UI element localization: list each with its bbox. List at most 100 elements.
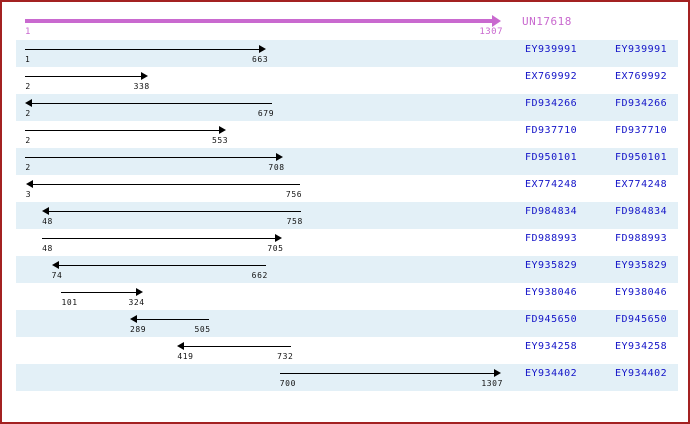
row-stripe [16,40,678,67]
alignment-bar[interactable] [25,157,277,158]
hit-accession-label[interactable]: FD988993 [615,233,668,244]
arrowhead-left-icon [177,342,185,350]
hit-start-label: 2 [25,109,31,118]
hit-accession-link[interactable]: EY938046 [525,287,578,298]
hit-start-label: 2 [25,82,31,91]
hit-accession-label[interactable]: EX774248 [615,179,668,190]
hit-end-label: 705 [267,244,284,253]
row-stripe [16,310,678,337]
arrowhead-left-icon [129,315,137,323]
arrowhead-right-icon [275,153,283,161]
row-stripe [16,148,678,175]
hit-start-label: 1 [25,55,31,64]
alignment-bar[interactable] [135,319,209,320]
row-stripe [16,256,678,283]
alignment-hit-row[interactable]: 289 505 FD945650 FD945650 [2,310,688,337]
hit-accession-link[interactable]: EX769992 [525,71,578,82]
hit-accession-link[interactable]: FD937710 [525,125,578,136]
hit-end-label: 324 [128,298,145,307]
hit-accession-link[interactable]: EX774248 [525,179,578,190]
hit-end-label: 758 [286,217,303,226]
row-stripe [16,202,678,229]
hit-start-label: 419 [177,352,194,361]
hit-accession-link[interactable]: FD934266 [525,98,578,109]
alignment-hit-row[interactable]: 48 705 FD988993 FD988993 [2,229,688,256]
arrowhead-left-icon [51,261,59,269]
hit-start-label: 700 [279,379,297,388]
hit-accession-label[interactable]: EX769992 [615,71,668,82]
alignment-hit-row[interactable]: 700 1307 EY934402 EY934402 [2,364,688,391]
arrowhead-right-icon [140,72,148,80]
hit-accession-label[interactable]: FD945650 [615,314,668,325]
hit-accession-link[interactable]: EY934258 [525,341,578,352]
query-end-label: 1307 [479,27,503,37]
alignment-bar[interactable] [31,103,273,104]
query-sequence-name: UN17618 [522,15,572,28]
query-arrowhead-right-icon [492,15,501,27]
alignment-bar[interactable] [48,211,301,212]
arrowhead-right-icon [135,288,143,296]
alignment-bar[interactable] [25,76,142,77]
hit-start-label: 48 [42,244,53,253]
hit-accession-label[interactable]: EY938046 [615,287,668,298]
hit-accession-label[interactable]: FD934266 [615,98,668,109]
alignment-hit-row[interactable]: 74 662 EY935829 EY935829 [2,256,688,283]
hit-accession-label[interactable]: FD984834 [615,206,668,217]
hit-end-label: 679 [257,109,275,118]
hit-start-label: 2 [25,136,31,145]
alignment-bar[interactable] [61,292,137,293]
hit-accession-link[interactable]: EY939991 [525,44,578,55]
alignment-hit-row[interactable]: 419 732 EY934258 EY934258 [2,337,688,364]
hit-accession-link[interactable]: EY934402 [525,368,578,379]
alignment-hit-row[interactable]: 1 663 EY939991 EY939991 [2,40,688,67]
arrowhead-right-icon [259,45,267,53]
alignment-bar[interactable] [57,265,266,266]
alignment-hit-row[interactable]: 48 758 FD984834 FD984834 [2,202,688,229]
hit-accession-label[interactable]: FD937710 [615,125,668,136]
hit-end-label: 662 [251,271,268,280]
hit-end-label: 338 [133,82,150,91]
arrowhead-right-icon [494,369,501,377]
hit-accession-label[interactable]: FD950101 [615,152,668,163]
arrowhead-left-icon [42,207,50,215]
hit-accession-link[interactable]: FD945650 [525,314,578,325]
hit-accession-label[interactable]: EY934402 [615,368,668,379]
alignment-hit-row[interactable]: 2 708 FD950101 FD950101 [2,148,688,175]
hit-start-label: 74 [51,271,63,280]
hit-end-label: 756 [285,190,303,199]
hit-start-label: 2 [25,163,31,172]
alignment-hit-row[interactable]: 2 553 FD937710 FD937710 [2,121,688,148]
alignment-hit-row[interactable]: 2 679 FD934266 FD934266 [2,94,688,121]
row-stripe [16,94,678,121]
alignment-bar[interactable] [42,238,276,239]
alignment-bar[interactable] [25,130,221,131]
hit-end-label: 708 [268,163,285,172]
alignment-hit-row[interactable]: 2 338 EX769992 EX769992 [2,67,688,94]
alignment-bar[interactable] [279,373,495,374]
hit-accession-label[interactable]: EY934258 [615,341,668,352]
query-start-label: 1 [25,27,31,37]
hit-end-label: 732 [277,352,294,361]
hit-end-label: 1307 [481,379,503,388]
hit-accession-link[interactable]: FD988993 [525,233,578,244]
hit-end-label: 505 [194,325,211,334]
hit-start-label: 289 [129,325,147,334]
query-reference-bar [25,19,493,23]
hit-accession-link[interactable]: FD950101 [525,152,578,163]
arrowhead-right-icon [219,126,227,134]
alignment-bar[interactable] [183,346,292,347]
alignment-bar[interactable] [25,49,261,50]
hit-end-label: 553 [211,136,229,145]
hit-accession-link[interactable]: FD984834 [525,206,578,217]
hit-accession-label[interactable]: EY939991 [615,44,668,55]
hit-end-label: 663 [252,55,269,64]
alignment-bar[interactable] [31,184,301,185]
query-reference-row: 1 1307 UN17618 [2,10,688,38]
hit-start-label: 48 [42,217,53,226]
hit-accession-label[interactable]: EY935829 [615,260,668,271]
hit-accession-link[interactable]: EY935829 [525,260,578,271]
